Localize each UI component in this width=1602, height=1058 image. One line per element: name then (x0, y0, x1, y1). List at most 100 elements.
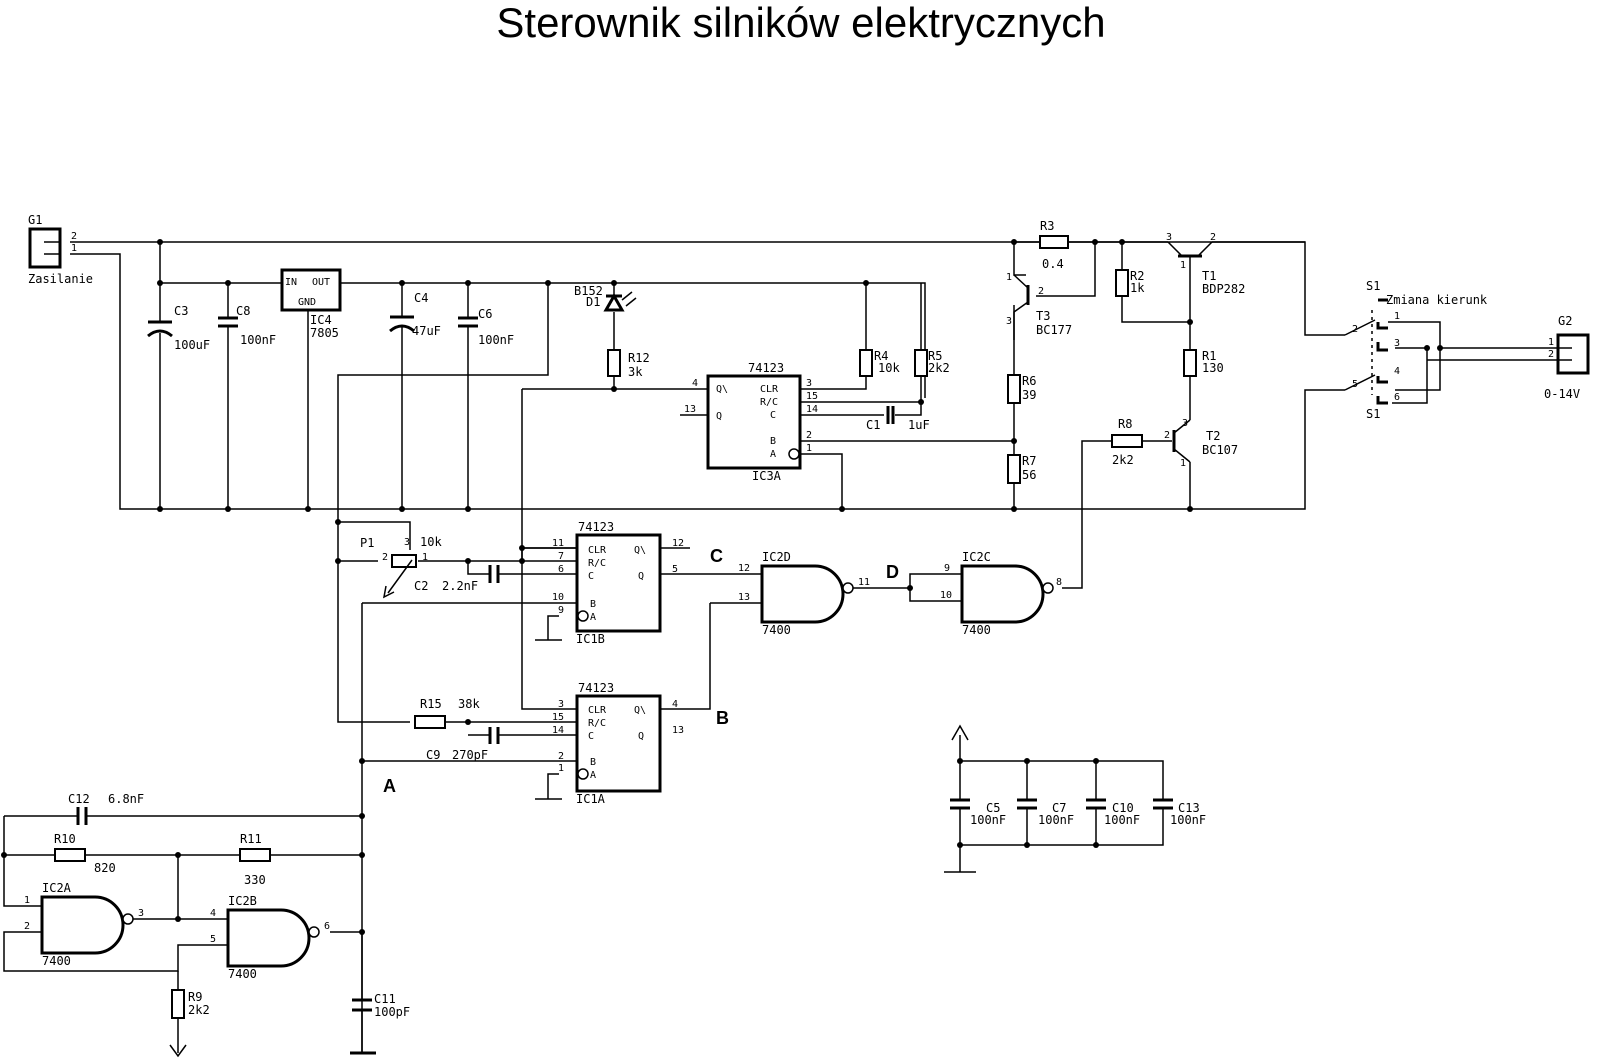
svg-text:9: 9 (944, 563, 950, 574)
resistor-r2: R2 1k (1115, 269, 1145, 297)
svg-text:2: 2 (71, 231, 77, 242)
led-d1: B152 D1 (574, 284, 637, 312)
svg-text:R2: R2 (1130, 269, 1144, 283)
svg-text:IN: IN (285, 277, 297, 288)
svg-text:5: 5 (210, 934, 216, 945)
svg-text:1k: 1k (1130, 281, 1145, 295)
connector-g1: G1 Zasilanie 21 (28, 213, 93, 286)
potentiometer-p1: P1 10k 32 1 (360, 535, 442, 599)
svg-text:7400: 7400 (228, 967, 257, 981)
node-b: B (716, 708, 729, 728)
svg-text:D1: D1 (586, 295, 600, 309)
svg-text:74123: 74123 (578, 520, 614, 534)
svg-text:3: 3 (1394, 338, 1400, 349)
svg-text:2: 2 (1548, 349, 1554, 360)
svg-text:10k: 10k (878, 361, 900, 375)
svg-text:C4: C4 (414, 291, 428, 305)
svg-text:0.4: 0.4 (1042, 257, 1064, 271)
svg-text:2.2nF: 2.2nF (442, 579, 478, 593)
svg-text:10k: 10k (420, 535, 442, 549)
node-d: D (886, 562, 899, 582)
svg-text:A: A (590, 770, 596, 781)
svg-text:C8: C8 (236, 304, 250, 318)
svg-text:C5: C5 (986, 801, 1000, 815)
svg-text:4: 4 (210, 908, 216, 919)
svg-text:R3: R3 (1040, 219, 1054, 233)
svg-text:C10: C10 (1112, 801, 1134, 815)
svg-text:T2: T2 (1206, 429, 1220, 443)
regulator-ic4: IN OUT GND IC4 7805 (280, 268, 342, 340)
svg-text:1: 1 (1180, 458, 1186, 469)
svg-text:10: 10 (552, 592, 564, 603)
nand-gate-ic2c: IC2C 7400 910 8 (940, 550, 1062, 637)
svg-text:C: C (588, 731, 594, 742)
svg-text:CLR: CLR (588, 545, 607, 556)
svg-text:330: 330 (244, 873, 266, 887)
svg-text:2: 2 (1352, 324, 1358, 335)
switch-s1: S1 Zmiana kierunk S1 21 35 46 (1344, 279, 1488, 421)
svg-text:CLR: CLR (588, 705, 607, 716)
svg-text:4: 4 (1394, 366, 1400, 377)
svg-text:R6: R6 (1022, 374, 1036, 388)
svg-text:B152: B152 (574, 284, 603, 298)
svg-text:IC1B: IC1B (576, 632, 605, 646)
svg-text:6: 6 (324, 921, 330, 932)
svg-text:1: 1 (422, 552, 428, 563)
decoupling-capacitors: C5 100nF C7 100nF C10 100nF C13 100nF (950, 724, 1206, 827)
svg-text:C9: C9 (426, 748, 440, 762)
svg-text:3: 3 (404, 537, 410, 548)
svg-text:R4: R4 (874, 349, 888, 363)
resistor-r8: R8 2k2 (1111, 417, 1143, 467)
svg-text:C3: C3 (174, 304, 188, 318)
svg-text:IC3A: IC3A (752, 469, 782, 483)
svg-text:12: 12 (672, 538, 684, 549)
svg-text:100nF: 100nF (970, 813, 1006, 827)
svg-text:47uF: 47uF (412, 324, 441, 338)
svg-text:R10: R10 (54, 832, 76, 846)
svg-text:6: 6 (1394, 392, 1400, 403)
svg-text:2: 2 (24, 921, 30, 932)
svg-text:BDP282: BDP282 (1202, 282, 1245, 296)
capacitor-c12: C12 6.8nF (68, 792, 144, 825)
svg-text:3k: 3k (628, 365, 643, 379)
capacitor-c6: C6 100nF (458, 307, 514, 347)
svg-text:A: A (770, 449, 776, 460)
svg-text:Q\: Q\ (634, 705, 646, 716)
svg-text:Zmiana kierunk: Zmiana kierunk (1386, 293, 1488, 307)
svg-text:T1: T1 (1202, 269, 1216, 283)
svg-text:C11: C11 (374, 992, 396, 1006)
capacitor-c4: C4 47uF (389, 291, 441, 338)
capacitor-c9: C9 270pF (426, 727, 500, 762)
svg-text:14: 14 (806, 404, 818, 415)
svg-text:100uF: 100uF (174, 338, 210, 352)
svg-text:9: 9 (558, 605, 564, 616)
svg-text:R/C: R/C (760, 397, 778, 408)
svg-text:2: 2 (1210, 232, 1216, 243)
svg-text:8: 8 (1056, 577, 1062, 588)
svg-text:15: 15 (552, 712, 564, 723)
svg-text:B: B (590, 599, 596, 610)
svg-text:GND: GND (298, 297, 316, 308)
g1-ref: G1 (28, 213, 42, 227)
svg-text:3: 3 (558, 699, 564, 710)
svg-text:C: C (770, 410, 776, 421)
monostable-ic1a: 74123 IC1A CLR R/C C B A Q\ Q 315 142 14… (552, 681, 684, 806)
svg-text:13: 13 (684, 404, 696, 415)
svg-text:R/C: R/C (588, 718, 606, 729)
svg-text:10: 10 (940, 590, 952, 601)
svg-text:IC4: IC4 (310, 313, 332, 327)
svg-text:100pF: 100pF (374, 1005, 410, 1019)
svg-text:CLR: CLR (760, 384, 779, 395)
svg-text:39: 39 (1022, 388, 1036, 402)
resistor-r6: R6 39 (1007, 374, 1036, 404)
page-title: Sterownik silników elektrycznych (496, 0, 1106, 46)
svg-text:R9: R9 (188, 990, 202, 1004)
node-a: A (383, 776, 396, 796)
svg-text:130: 130 (1202, 361, 1224, 375)
resistor-r4: R4 10k (859, 349, 900, 377)
svg-text:1: 1 (558, 763, 564, 774)
svg-text:4: 4 (692, 378, 698, 389)
svg-text:1uF: 1uF (908, 418, 930, 432)
svg-text:2: 2 (558, 751, 564, 762)
